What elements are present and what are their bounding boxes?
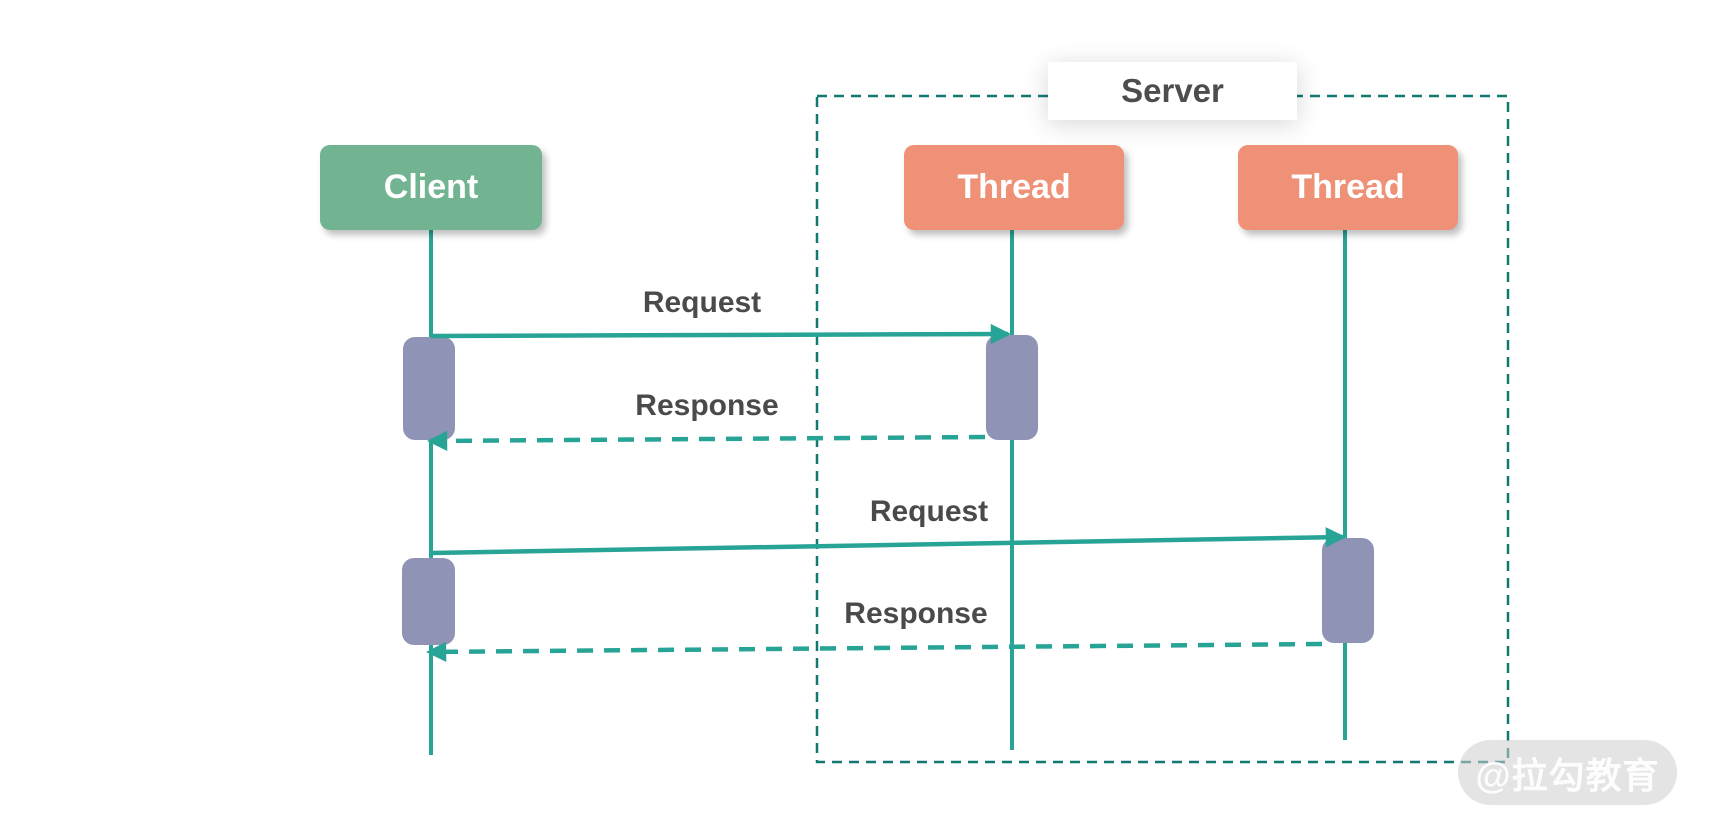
- actor-box-client: Client: [320, 145, 542, 230]
- response-arrow-1: [426, 430, 986, 452]
- message-label-response-1: Response: [635, 389, 779, 422]
- server-group-label: Server: [1048, 62, 1297, 120]
- activation-bar-thread1: [986, 335, 1038, 440]
- activation-bar-client-2: [402, 558, 455, 645]
- request-arrow-2: [430, 527, 1347, 556]
- actor-box-thread-1: Thread: [904, 145, 1124, 230]
- actor-box-thread-2: Thread: [1238, 145, 1458, 230]
- watermark-badge: @拉勾教育: [1458, 740, 1677, 805]
- actor-label-thread-1: Thread: [957, 168, 1071, 206]
- actor-label-client: Client: [383, 168, 479, 206]
- request-arrow-1: [430, 323, 1012, 345]
- activation-bar-thread2: [1322, 538, 1374, 643]
- watermark-text: @拉勾教育: [1475, 754, 1660, 796]
- actor-label-thread-2: Thread: [1291, 168, 1405, 206]
- response-arrow-2: [425, 641, 1323, 662]
- message-label-response-2: Response: [844, 597, 988, 630]
- message-label-request-2: Request: [869, 495, 989, 528]
- activation-bar-client-1: [403, 337, 455, 440]
- message-label-request-1: Request: [642, 286, 762, 319]
